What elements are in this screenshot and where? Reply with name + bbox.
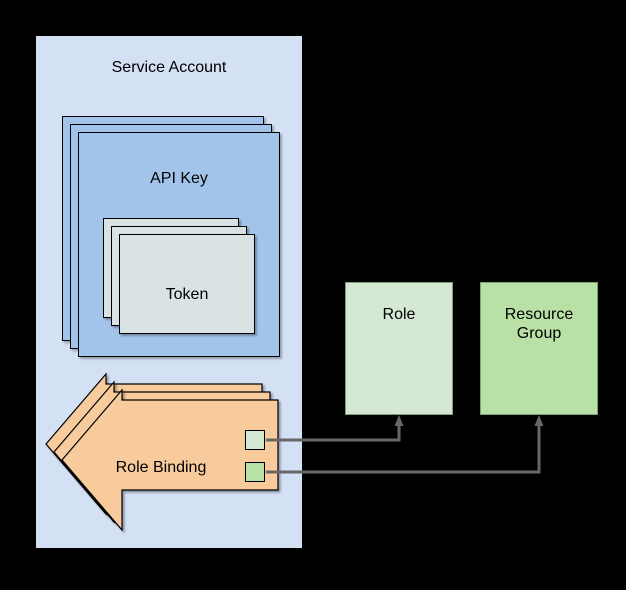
resource-group-box[interactable]: Resource Group bbox=[480, 282, 598, 415]
role-binding-arrow-front[interactable] bbox=[61, 388, 279, 532]
role-binding-stack[interactable]: Role Binding bbox=[45, 368, 286, 538]
resource-group-port-square[interactable] bbox=[245, 462, 265, 482]
role-port-square[interactable] bbox=[245, 430, 265, 450]
api-key-label: API Key bbox=[150, 170, 208, 187]
token-card-front[interactable]: Token bbox=[119, 234, 255, 334]
token-stack[interactable]: Token bbox=[103, 218, 255, 334]
token-label: Token bbox=[165, 286, 209, 303]
role-box[interactable]: Role bbox=[345, 282, 453, 415]
service-account-label: Service Account bbox=[111, 59, 227, 76]
role-binding-arrow-shapes bbox=[45, 372, 279, 532]
role-label: Role bbox=[382, 306, 416, 323]
edge-role-binding-to-resource-group bbox=[266, 415, 544, 474]
resource-group-label: Resource Group bbox=[504, 306, 574, 342]
